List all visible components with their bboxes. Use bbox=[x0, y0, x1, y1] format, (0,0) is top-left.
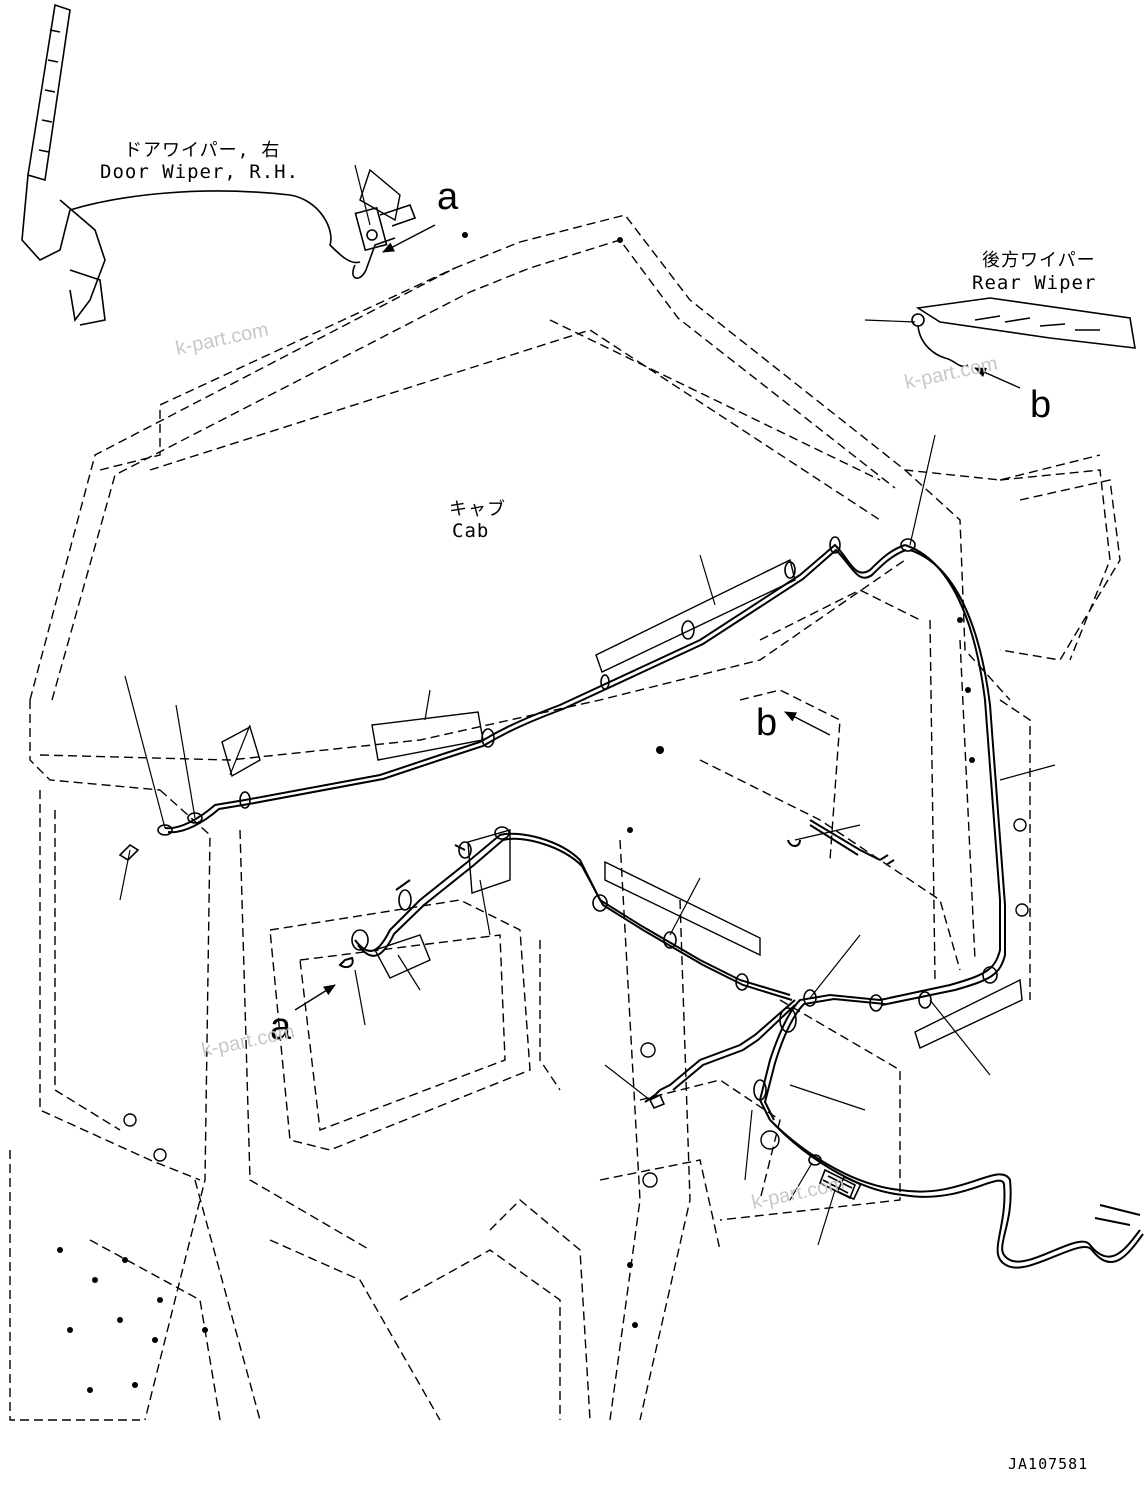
door-wiper-label-en: Door Wiper, R.H. bbox=[100, 161, 300, 183]
rear-wiper-label-jp: 後方ワイパー bbox=[982, 250, 1096, 271]
harness-label-tags bbox=[221, 168, 1023, 1049]
arrow-a-bottom bbox=[294, 984, 336, 1011]
door-wiper-assembly bbox=[21, 3, 417, 326]
rear-wiper-label-en: Rear Wiper bbox=[972, 272, 1097, 294]
frame-fasteners bbox=[57, 232, 1029, 1393]
ref-b-center: b bbox=[756, 702, 778, 744]
reference-arrows bbox=[294, 224, 1021, 1011]
cab-window-frame bbox=[269, 839, 691, 1421]
right-side-frame bbox=[699, 479, 1121, 1221]
mounting-bolt bbox=[818, 1168, 862, 1201]
ref-a-top: a bbox=[437, 176, 459, 218]
drawing-code: JA107581 bbox=[1008, 1455, 1089, 1473]
arrow-b-right bbox=[974, 367, 1021, 389]
arrow-a-top bbox=[382, 224, 436, 253]
arrow-b-center bbox=[784, 711, 831, 736]
left-pillar bbox=[9, 789, 441, 1421]
main-wiring-harness bbox=[164, 543, 1144, 1269]
ref-a-bottom: a bbox=[270, 1006, 292, 1048]
interior-wiring-harness bbox=[338, 832, 793, 1001]
lower-bracket bbox=[399, 1079, 781, 1421]
harness-clips bbox=[118, 536, 998, 1166]
rear-wiper-assembly bbox=[911, 297, 1136, 368]
cab-label-jp: キャブ bbox=[449, 499, 506, 520]
cab-label-en: Cab bbox=[452, 520, 490, 542]
leader-lines bbox=[119, 164, 1056, 1246]
cab-roof-frame bbox=[29, 214, 1111, 791]
door-wiper-label-jp: ドアワイパー, 右 bbox=[124, 140, 281, 161]
ref-b-right: b bbox=[1030, 384, 1052, 426]
